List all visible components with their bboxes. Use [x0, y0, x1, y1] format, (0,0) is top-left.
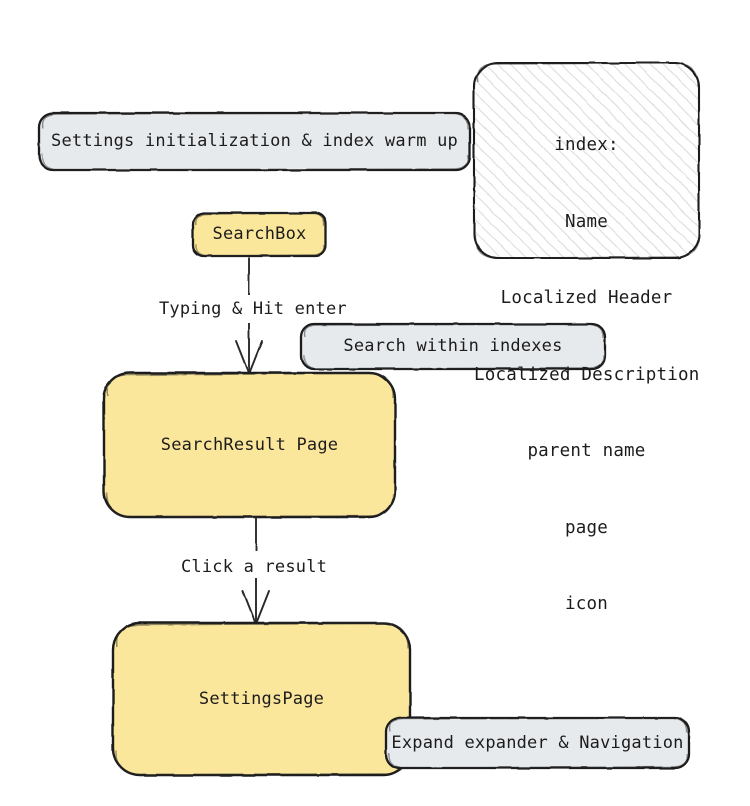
note-search-within-indexes-shape — [299, 322, 607, 371]
node-searchbox-shape — [191, 211, 328, 258]
node-searchresult-shape — [102, 371, 397, 519]
node-settingspage-shape — [111, 621, 412, 777]
index-card-node — [472, 61, 701, 260]
edge-click-a-result — [242, 517, 270, 625]
edge-typing-hit-enter — [235, 257, 263, 375]
note-settings-init-shape — [37, 111, 472, 172]
note-expand-navigation-shape — [384, 716, 691, 770]
